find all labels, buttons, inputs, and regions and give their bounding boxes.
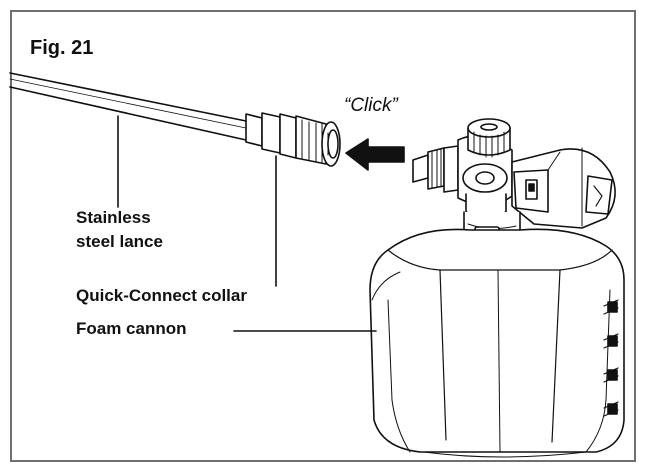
lance-label-line2: steel lance xyxy=(76,232,163,251)
foam-cannon-label: Foam cannon xyxy=(76,319,187,338)
cannon-handle xyxy=(511,147,616,229)
cannon-inlet xyxy=(412,145,459,193)
click-text: “Click” xyxy=(344,95,398,116)
quick-connect-collar xyxy=(245,112,341,167)
figure-label: Fig. 21 xyxy=(30,37,94,59)
lance-label-line1: Stainless xyxy=(76,208,151,227)
lance xyxy=(9,72,247,141)
foam-bottle xyxy=(369,228,625,458)
click-arrow-icon xyxy=(345,138,405,171)
cannon-head xyxy=(457,118,513,217)
leader-lines xyxy=(117,115,377,332)
collar-label: Quick-Connect collar xyxy=(76,286,247,305)
